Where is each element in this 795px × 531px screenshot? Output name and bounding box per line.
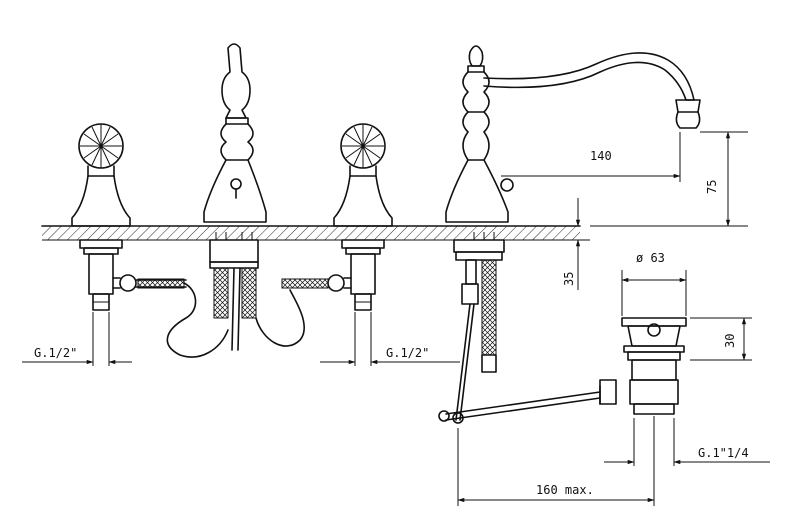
dim-drain-height: 30 [690,317,752,361]
dim-right-inlet-label: G.1/2" [386,346,429,360]
dim-left-inlet: G.1/2" [22,312,132,366]
popup-drain [621,317,687,415]
dim-spout-reach-label: 140 [590,149,612,163]
dim-drain-diameter-label: ø 63 [636,251,665,265]
dim-deck-thickness: 35 [508,198,590,290]
spout-neck [483,52,695,101]
right-handle-valve [281,123,393,311]
right-connector-nut [327,274,345,292]
dim-right-inlet: G.1/2" [320,312,460,366]
dim-drain-thread-label: G.1"1/4 [698,446,749,460]
dim-left-inlet-label: G.1/2" [34,346,77,360]
countertop [41,225,581,241]
dim-drain-thread: G.1"1/4 [604,418,770,466]
left-connector-nut [119,274,137,292]
left-spout-body [203,159,267,223]
left-valve-stem [88,253,114,295]
main-spout [445,45,701,421]
dim-drain-diameter: ø 63 [621,251,687,316]
right-flex-hose [281,278,329,289]
main-spout-body [445,159,509,223]
left-handle-valve [71,123,229,358]
right-handle-body [333,175,393,227]
left-handle-body [71,175,131,227]
pull-rod [438,379,617,424]
dim-spout-height: 75 [590,131,748,227]
left-spout [203,43,305,351]
left-flex-hose [137,278,185,289]
dim-pull-rod-label: 160 max. [536,483,594,497]
dim-pull-rod: 160 max. [457,416,655,506]
right-valve-stem [350,253,376,295]
dim-deck-thickness-label: 35 [562,272,576,286]
dim-spout-reach: 140 [501,132,681,182]
dim-drain-height-label: 30 [723,334,737,348]
dim-spout-height-label: 75 [705,180,719,194]
